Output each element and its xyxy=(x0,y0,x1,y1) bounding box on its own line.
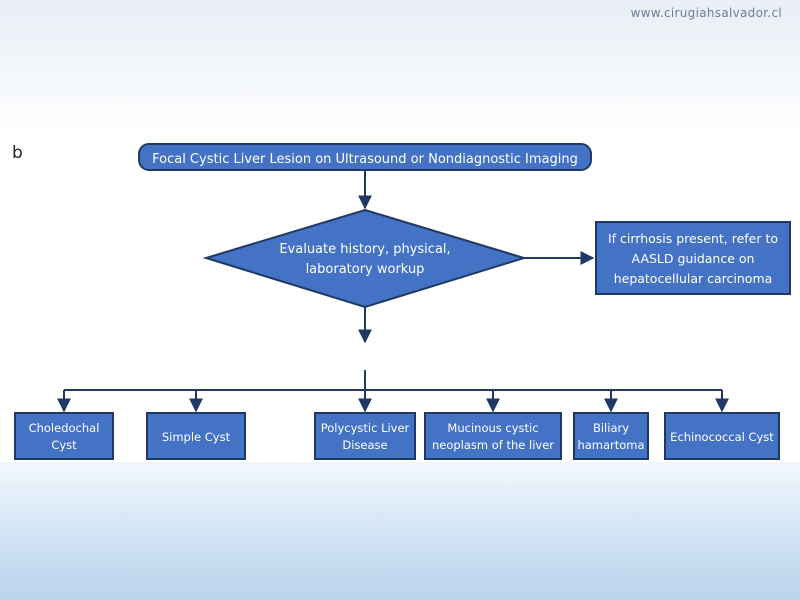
outcome-2-line-1: Simple Cyst xyxy=(162,430,231,444)
decision-line-2: laboratory workup xyxy=(306,262,425,277)
decision-node: Evaluate history, physical, laboratory w… xyxy=(202,208,528,309)
outcome-3-line-1: Polycystic Liver xyxy=(321,421,410,435)
cirrhosis-note-line-2: AASLD guidance on xyxy=(632,251,755,266)
outcome-3-line-2: Disease xyxy=(342,438,387,452)
outcome-choledochal-cyst: Choledochal Cyst xyxy=(14,412,114,460)
connectors xyxy=(57,170,729,413)
outcome-6-line-1: Echinococcal Cyst xyxy=(670,430,774,444)
website-url: www.cirugiahsalvador.cl xyxy=(630,6,782,20)
panel-label: b xyxy=(12,143,23,163)
decision-line-1: Evaluate history, physical, xyxy=(279,242,450,257)
header-background xyxy=(0,0,800,130)
outcome-4-line-1: Mucinous cystic xyxy=(447,421,538,435)
footer-background xyxy=(0,462,800,600)
start-node: Focal Cystic Liver Lesion on Ultrasound … xyxy=(138,143,592,171)
outcome-polycystic-liver-disease: Polycystic Liver Disease xyxy=(314,412,416,460)
cirrhosis-note-line-1: If cirrhosis present, refer to xyxy=(608,231,778,246)
outcome-echinococcal-cyst: Echinococcal Cyst xyxy=(664,412,780,460)
outcome-simple-cyst: Simple Cyst xyxy=(146,412,246,460)
start-node-label: Focal Cystic Liver Lesion on Ultrasound … xyxy=(152,152,578,167)
outcome-5-line-1: Biliary xyxy=(593,421,629,435)
outcome-biliary-hamartoma: Biliary hamartoma xyxy=(573,412,649,460)
outcome-4-line-2: neoplasm of the liver xyxy=(432,438,554,452)
cirrhosis-note-node: If cirrhosis present, refer to AASLD gui… xyxy=(595,221,791,295)
outcome-5-line-2: hamartoma xyxy=(577,438,644,452)
outcome-mucinous-cystic-neoplasm: Mucinous cystic neoplasm of the liver xyxy=(424,412,562,460)
cirrhosis-note-line-3: hepatocellular carcinoma xyxy=(614,271,773,286)
outcome-1-line-1: Choledochal xyxy=(29,421,100,435)
outcome-1-line-2: Cyst xyxy=(51,438,77,452)
